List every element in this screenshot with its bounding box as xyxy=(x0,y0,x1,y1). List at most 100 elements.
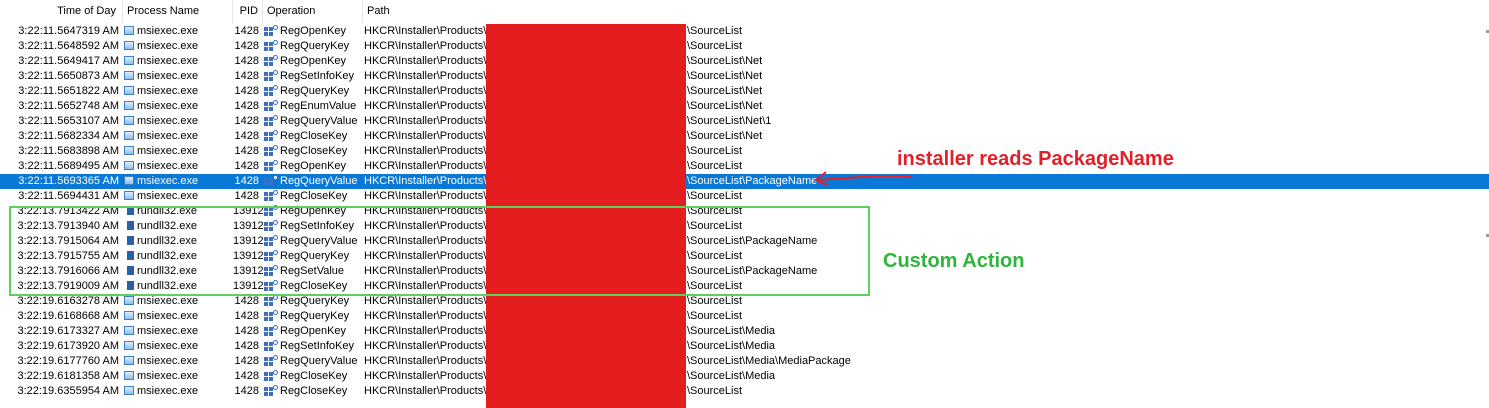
process-name-label: msiexec.exe xyxy=(137,175,199,187)
cell-pid: 1428 xyxy=(234,70,259,82)
process-name-label: msiexec.exe xyxy=(137,70,199,82)
operation-label: RegCloseKey xyxy=(280,190,348,202)
registry-icon xyxy=(264,130,278,141)
process-name-label: msiexec.exe xyxy=(137,190,199,202)
registry-icon xyxy=(264,25,278,36)
rundll32-icon xyxy=(127,236,134,245)
cell-path-prefix: HKCR\Installer\Products\ xyxy=(364,265,487,277)
cell-path-suffix: \SourceList\Net xyxy=(687,70,763,82)
table-row[interactable]: 3:22:19.6163278 AM msiexec.exe 1428 RegQuer… xyxy=(0,294,1489,309)
process-name-label: msiexec.exe xyxy=(137,325,199,337)
table-row[interactable]: 3:22:11.5694431 AM msiexec.exe 1428 RegClos… xyxy=(0,189,1489,204)
cell-time-of-day: 3:22:11.5683898 AM xyxy=(18,145,119,157)
column-header-time-of-day[interactable]: Time of Day xyxy=(0,0,123,23)
cell-path-suffix: \SourceList xyxy=(687,385,743,397)
column-header: Time of Day Process Name PID Operation P… xyxy=(0,0,1489,23)
process-name-label: msiexec.exe xyxy=(137,370,199,382)
process-name-label: msiexec.exe xyxy=(137,310,199,322)
cell-time-of-day: 3:22:19.6163278 AM xyxy=(17,295,119,307)
cell-path-suffix: \SourceList xyxy=(687,40,743,52)
registry-icon xyxy=(264,85,278,96)
cell-time-of-day: 3:22:13.7915755 AM xyxy=(17,250,119,262)
operation-label: RegSetValue xyxy=(280,265,345,277)
cell-operation: RegQueryKey xyxy=(264,249,364,264)
cell-time-of-day: 3:22:11.5648592 AM xyxy=(18,40,119,52)
cell-pid: 1428 xyxy=(234,295,259,307)
operation-label: RegOpenKey xyxy=(280,55,347,67)
cell-path-prefix: HKCR\Installer\Products\ xyxy=(364,115,487,127)
custom-action-highlight-box xyxy=(9,206,870,296)
cell-pid: 1428 xyxy=(234,370,259,382)
annotation-custom-action: Custom Action xyxy=(883,250,1025,272)
operation-label: RegQueryValue xyxy=(280,175,358,187)
cell-pid: 13912 xyxy=(233,235,264,247)
table-row[interactable]: 3:22:11.5650873 AM msiexec.exe 1428 RegSetI… xyxy=(0,69,1489,84)
cell-time-of-day: 3:22:11.5650873 AM xyxy=(18,70,119,82)
registry-icon xyxy=(264,280,278,291)
column-header-process-name[interactable]: Process Name xyxy=(123,0,233,23)
rundll32-icon xyxy=(127,251,134,260)
registry-icon xyxy=(264,160,278,171)
column-header-pid[interactable]: PID xyxy=(233,0,263,23)
msiexec-icon xyxy=(124,131,134,140)
msiexec-icon xyxy=(124,41,134,50)
cell-pid: 1428 xyxy=(234,115,259,127)
cell-path-suffix: \SourceList\PackageName xyxy=(687,265,818,277)
cell-time-of-day: 3:22:13.7913422 AM xyxy=(17,205,119,217)
cell-operation: RegQueryKey xyxy=(264,39,364,54)
cell-pid: 13912 xyxy=(233,220,264,232)
cell-time-of-day: 3:22:13.7913940 AM xyxy=(17,220,119,232)
cell-path-suffix: \SourceList\Net xyxy=(687,130,763,142)
operation-label: RegSetInfoKey xyxy=(280,70,354,82)
cell-pid: 1428 xyxy=(234,190,259,202)
process-name-label: msiexec.exe xyxy=(137,295,199,307)
cell-operation: RegOpenKey xyxy=(264,159,364,174)
cell-pid: 13912 xyxy=(233,205,264,217)
cell-pid: 1428 xyxy=(234,310,259,322)
cell-process-name: msiexec.exe xyxy=(124,69,232,84)
cell-path-suffix: \SourceList\Net xyxy=(687,100,763,112)
rundll32-icon xyxy=(127,281,134,290)
msiexec-icon xyxy=(124,386,134,395)
column-header-operation[interactable]: Operation xyxy=(263,0,363,23)
cell-process-name: msiexec.exe xyxy=(124,324,232,339)
cell-pid: 1428 xyxy=(234,145,259,157)
cell-time-of-day: 3:22:13.7919009 AM xyxy=(17,280,119,292)
cell-pid: 1428 xyxy=(234,40,259,52)
cell-path-suffix: \SourceList xyxy=(687,190,743,202)
rundll32-icon xyxy=(127,221,134,230)
cell-path-suffix: \SourceList\Media xyxy=(687,325,776,337)
cell-pid: 1428 xyxy=(234,340,259,352)
cell-time-of-day: 3:22:11.5694431 AM xyxy=(18,190,119,202)
cell-time-of-day: 3:22:19.6355954 AM xyxy=(17,385,119,397)
cell-process-name: rundll32.exe xyxy=(124,234,232,249)
cell-process-name: msiexec.exe xyxy=(124,294,232,309)
cell-pid: 13912 xyxy=(233,280,264,292)
column-header-path[interactable]: Path xyxy=(367,5,390,17)
cell-operation: RegQueryKey xyxy=(264,294,364,309)
process-name-label: msiexec.exe xyxy=(137,385,199,397)
registry-icon xyxy=(264,385,278,396)
